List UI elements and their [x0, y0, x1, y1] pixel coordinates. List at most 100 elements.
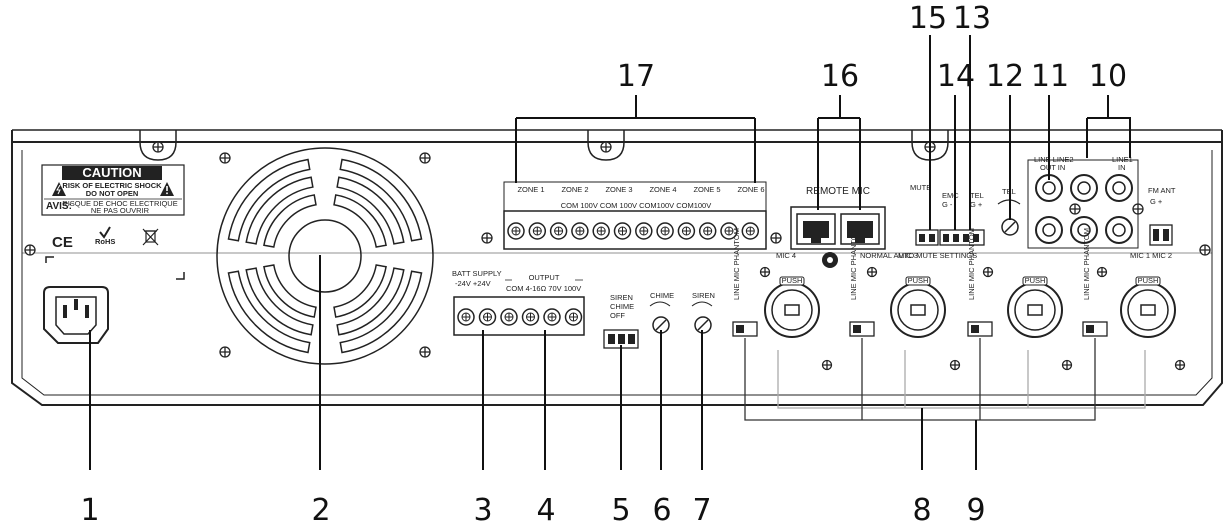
mic-mode-switch-icon: LINE MIC PHANTOM: [849, 228, 875, 337]
siren-level-knob: SIREN: [691, 291, 715, 334]
callout-2: 2: [311, 493, 330, 528]
terminal-screw-icon: [720, 222, 738, 240]
fan-slot: [333, 264, 387, 318]
rca-jack-icon: [1070, 174, 1098, 202]
mute-terminal: MUTE: [910, 183, 939, 246]
line1-label: LINE1: [1112, 155, 1133, 164]
fm-ant-sub-label: G +: [1150, 197, 1163, 206]
mic-callout-wiring: [744, 338, 1146, 421]
fm-antenna-terminal: FM ANT G +: [1148, 186, 1176, 246]
screw-icon: [219, 346, 231, 358]
mute-label: MUTE: [910, 183, 931, 192]
terminal-screw-icon: [698, 222, 717, 240]
batt-supply-sub-label: -24V +24V: [455, 279, 491, 288]
zone-label: ZONE 3: [605, 185, 632, 194]
mic-mode-label: LINE MIC PHANTOM: [967, 228, 976, 300]
screw-icon: [419, 346, 431, 358]
mic3-label: MIC 3: [898, 251, 918, 260]
push-label: PUSH: [908, 276, 929, 285]
screw-icon: [24, 244, 36, 256]
callout-17: 17: [617, 59, 655, 94]
mic-mode-switch-icon: LINE MIC PHANTOM: [967, 228, 993, 337]
caution-line1: RISK OF ELECTRIC SHOCK: [62, 181, 162, 190]
caution-avis1: RISQUE DE CHOC ELECTRIQUE: [62, 199, 177, 208]
callout-numbers: 1 2 3 4 5 6 7 8 9 10 11 12 13 14 15 16 1…: [80, 1, 1127, 528]
switch-siren-label: SIREN: [610, 293, 633, 302]
rca-jack-panel: LINE LINE2 OUT IN LINE1 IN: [1027, 155, 1139, 249]
caution-line2: DO NOT OPEN: [86, 189, 139, 198]
terminal-screw-icon: [741, 222, 760, 240]
tab-left: [139, 130, 177, 161]
fm-ant-label: FM ANT: [1148, 186, 1176, 195]
output-screws: [457, 308, 583, 326]
rca-jack-icon: [1035, 216, 1063, 244]
terminal-screw-icon: [677, 222, 696, 240]
zone-label: ZONE 2: [561, 185, 588, 194]
callout-leaders: [89, 35, 1131, 470]
rca-jack-icon: [1105, 216, 1133, 244]
callout-12: 12: [986, 59, 1024, 94]
push-label: PUSH: [1025, 276, 1046, 285]
callout-15: 15: [909, 1, 947, 36]
mic-mode-label: LINE MIC PHANTOM: [849, 228, 858, 300]
screw-icon: [1096, 266, 1108, 278]
leader-17: [515, 95, 756, 183]
callout-6: 6: [652, 493, 671, 528]
chassis-lip-sides: [11, 130, 1223, 142]
rj45-port-icon: [796, 213, 836, 245]
callout-14: 14: [937, 59, 975, 94]
zone-label: ZONE 6: [737, 185, 764, 194]
screw-icon: [219, 152, 231, 164]
chassis-outline: [11, 142, 1223, 406]
tel-knob-label: TEL: [1002, 187, 1016, 196]
terminal-screw-icon: [543, 308, 561, 326]
rj45-port-icon: [840, 213, 880, 245]
zone-label: ZONE 1: [517, 185, 544, 194]
zone-terminal-labels: COM 100V COM 100V COM100V COM100V: [561, 201, 711, 210]
terminal-screw-icon: [478, 308, 497, 326]
mic-mode-switches: LINE MIC PHANTOM LINE MIC PHANTOM LINE MIC…: [732, 228, 1108, 337]
terminal-screw-icon: [528, 222, 547, 240]
switch-off-label: OFF: [610, 311, 625, 320]
tel-label: TEL: [970, 191, 984, 200]
callout-10: 10: [1089, 59, 1127, 94]
remote-mic-label: REMOTE MIC: [806, 186, 870, 197]
mic-mode-label: LINE MIC PHANTOM: [1082, 228, 1091, 300]
line-out-label: LINE LINE2: [1034, 155, 1074, 164]
ce-mark: CE: [52, 234, 73, 251]
callout-3: 3: [473, 493, 492, 528]
callout-8: 8: [912, 493, 931, 528]
push-label: PUSH: [1138, 276, 1159, 285]
screw-icon: [419, 152, 431, 164]
mic-mode-switch-icon: LINE MIC PHANTOM: [732, 228, 758, 337]
callout-4: 4: [536, 493, 555, 528]
fan-slot: [339, 158, 423, 242]
terminal-screw-icon: [635, 222, 653, 240]
power-inlet: [43, 286, 109, 344]
fan-slot: [245, 176, 314, 245]
fan-slot: [336, 267, 405, 336]
screw-icon: [821, 359, 833, 371]
fan-slot: [336, 176, 405, 245]
fan-slot: [227, 158, 311, 242]
terminal-screw-icon: [571, 222, 589, 240]
screw-icon: [1069, 203, 1081, 215]
fan-slot: [263, 194, 317, 248]
zone-screws: [507, 222, 760, 240]
screw-icon: [770, 232, 782, 244]
callout-16: 16: [821, 59, 859, 94]
fan-slot: [227, 270, 311, 354]
batt-output-terminals: BATT SUPPLY -24V +24V OUTPUT COM 4-16Ω 7…: [452, 269, 585, 336]
fan-slot: [245, 267, 314, 336]
tel-sub-label: G +: [970, 200, 983, 209]
terminal-screw-icon: [564, 308, 583, 326]
caution-label: CAUTION RISK OF ELECTRIC SHOCK DO NOT OP…: [41, 164, 185, 216]
caution-avis2: NE PAS OUVRIR: [91, 206, 150, 215]
terminal-screw-icon: [500, 308, 518, 326]
chime-level-knob: CHIME: [649, 291, 674, 334]
mic-mode-switch-icon: LINE MIC PHANTOM: [1082, 228, 1108, 337]
screw-icon: [152, 141, 164, 153]
emc-label: EMC: [942, 191, 959, 200]
rca-jack-icon: [1070, 216, 1098, 244]
corner-marks: [45, 256, 185, 280]
